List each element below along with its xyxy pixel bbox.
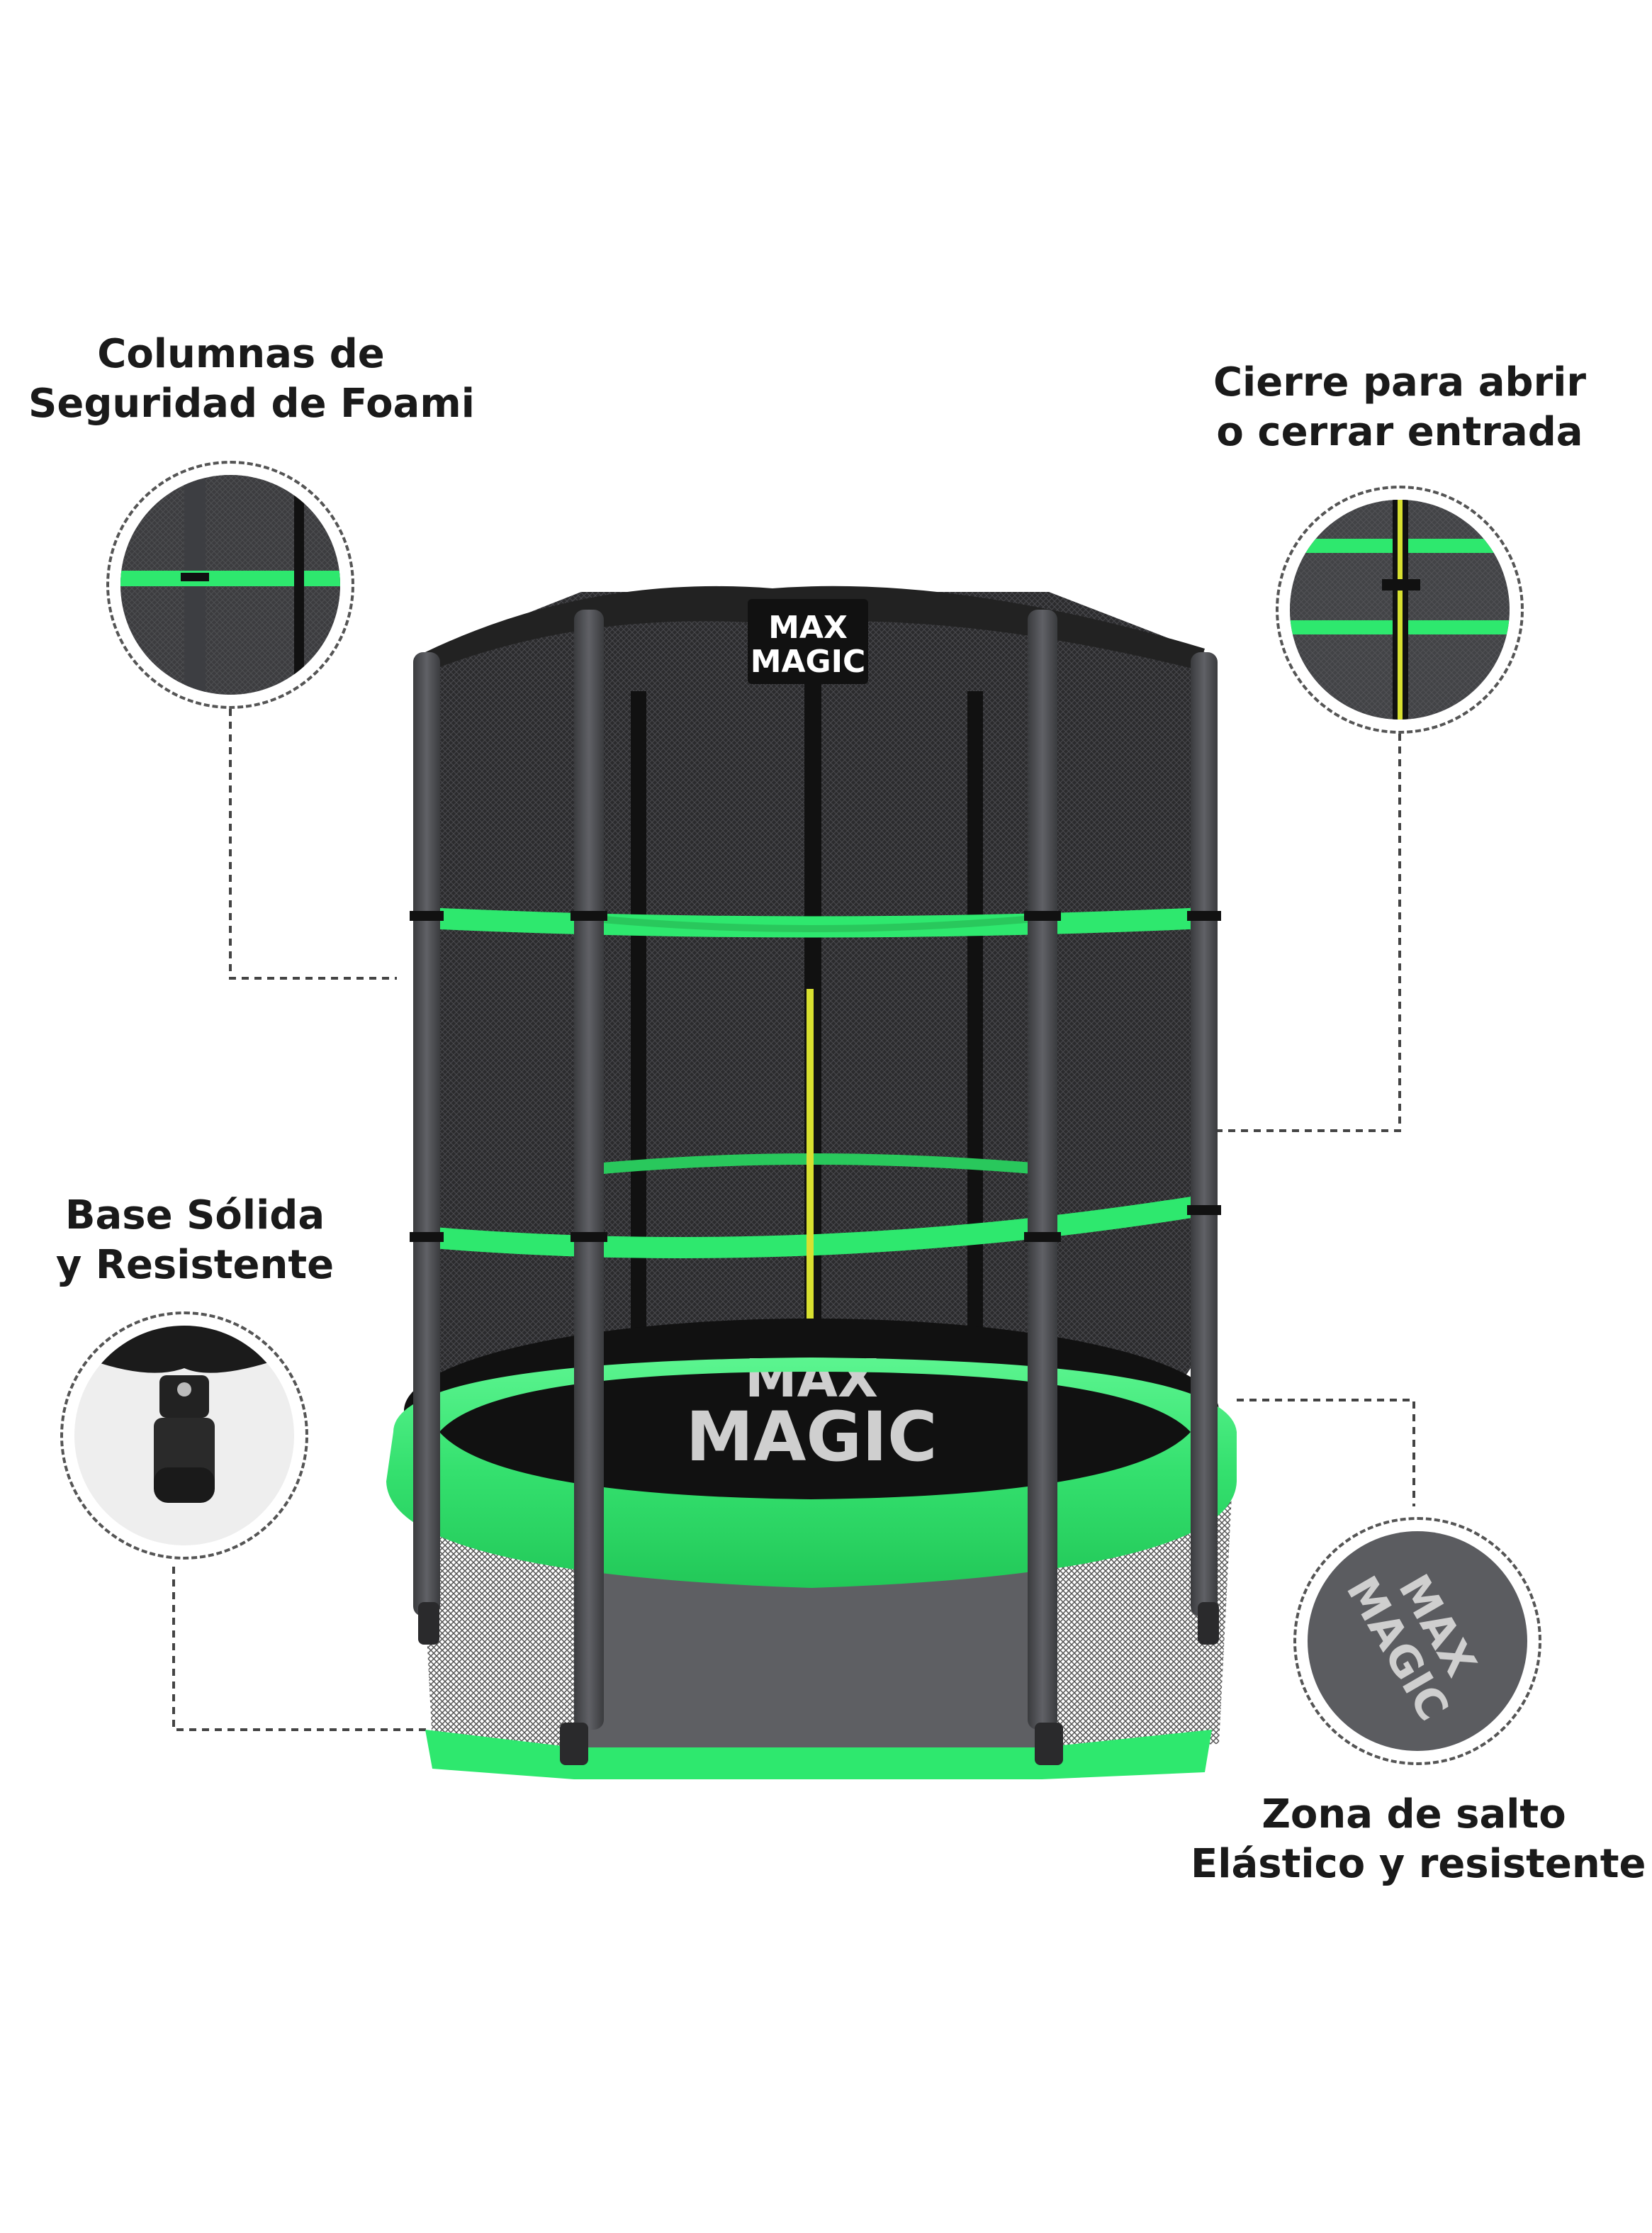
label-zipper-line1: Cierre para abrir xyxy=(1213,359,1587,405)
callout-jump-zone: MAX MAGIC xyxy=(1293,1517,1541,1765)
label-jump-line1: Zona de salto xyxy=(1262,1791,1566,1837)
label-base-line2: y Resistente xyxy=(55,1242,335,1288)
label-base-line1: Base Sólida xyxy=(64,1192,325,1238)
base-green-band xyxy=(425,1730,1212,1779)
jump-mat xyxy=(404,1319,1219,1503)
brand-tag-line2: MAGIC xyxy=(751,644,866,680)
brand-tag-top: MAX MAGIC xyxy=(748,599,868,684)
pole-bands xyxy=(410,911,1221,1242)
label-base: Base Sólida y Resistente xyxy=(35,1191,354,1290)
label-zipper-line2: o cerrar entrada xyxy=(1216,409,1583,455)
label-jump: Zona de salto Elástico y resistente xyxy=(1191,1790,1646,1889)
callout-base xyxy=(60,1311,308,1560)
label-jump-line2: Elástico y resistente xyxy=(1191,1841,1646,1887)
legs xyxy=(418,1602,1219,1765)
brand-tag-line1: MAX xyxy=(768,610,848,646)
connector-lines xyxy=(172,709,1415,1731)
label-columns-line2: Seguridad de Foami xyxy=(28,381,475,427)
callout-zipper xyxy=(1276,486,1524,734)
label-zipper: Cierre para abrir o cerrar entrada xyxy=(1176,358,1623,457)
label-columns-line1: Columnas de xyxy=(97,331,385,377)
mat-brand-line2: MAGIC xyxy=(686,1397,938,1477)
zipper xyxy=(807,989,814,1499)
poles xyxy=(413,610,1218,1730)
label-columns: Columnas de Seguridad de Foami xyxy=(28,330,475,429)
net-roof-lip xyxy=(425,586,1205,670)
callout-foam-columns xyxy=(106,461,354,709)
